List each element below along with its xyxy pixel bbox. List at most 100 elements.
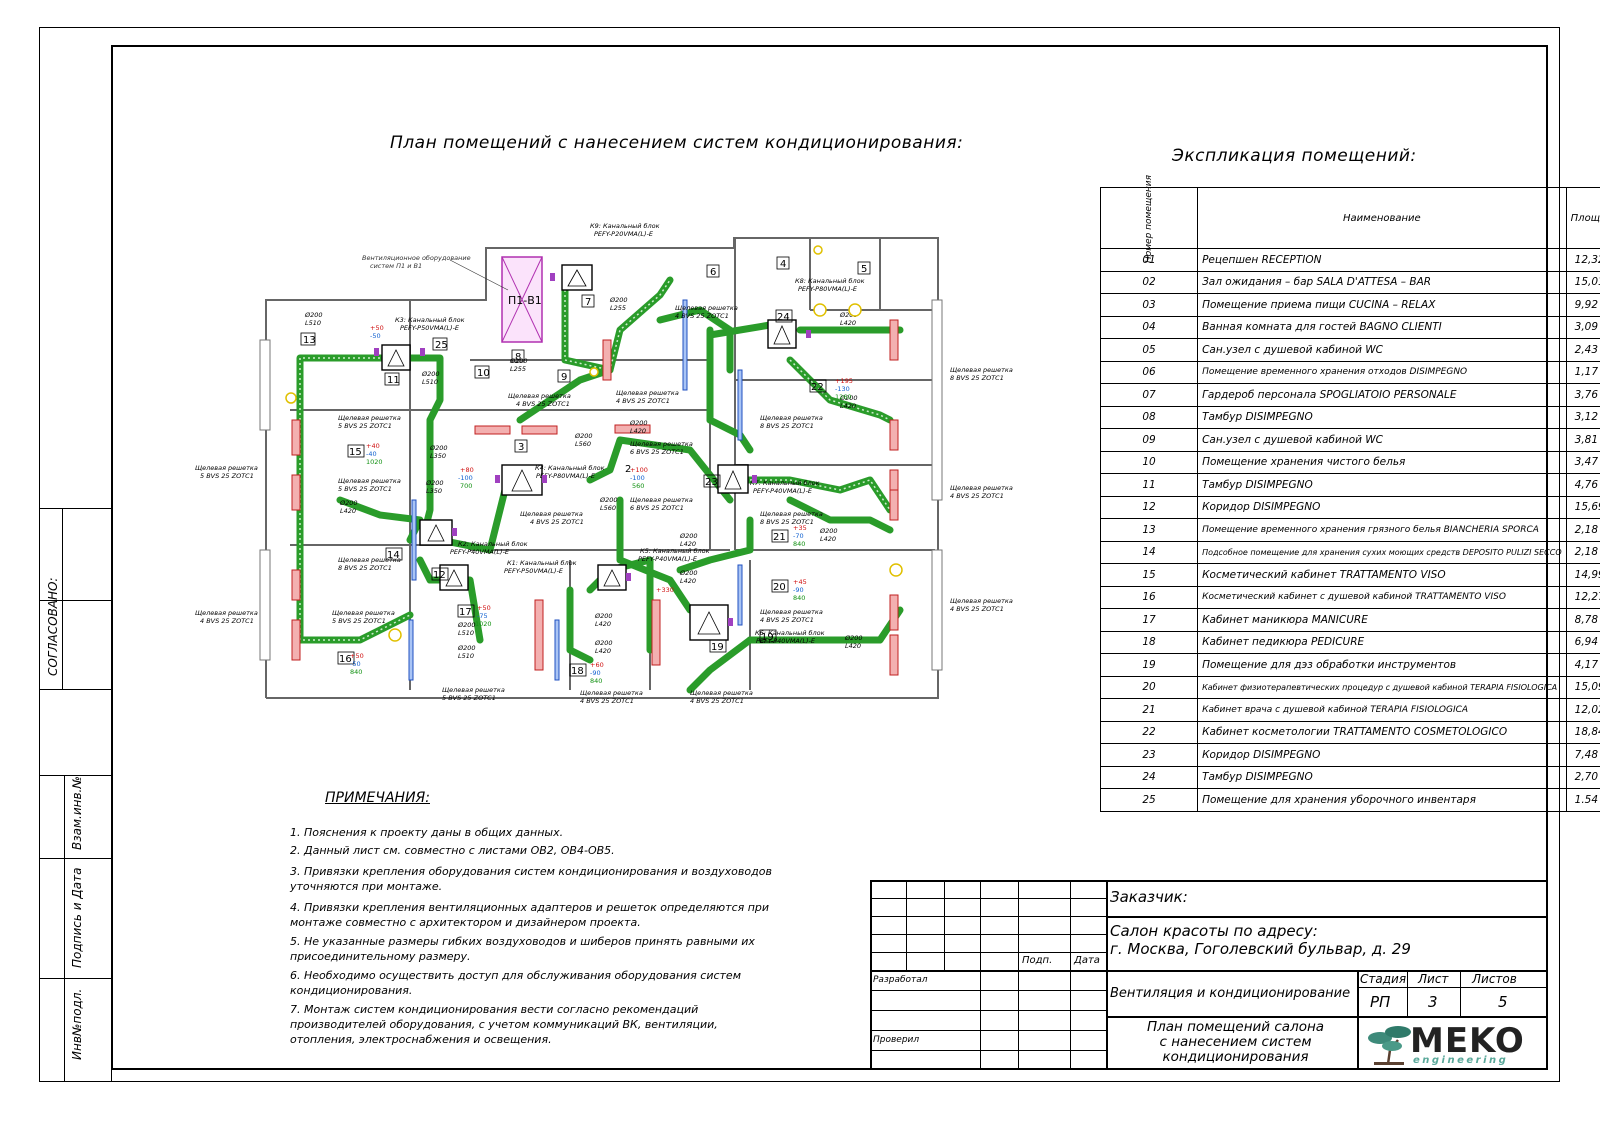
svg-text:Щелевая решетка: Щелевая решетка [950, 484, 1013, 492]
drawing-title-2: с нанесением систем [1159, 1034, 1312, 1050]
svg-text:-40: -40 [366, 450, 377, 458]
svg-text:12: 12 [433, 570, 446, 581]
note-4: 4. Привязки крепления вентиляционных ада… [290, 901, 770, 929]
svg-text:К4: Канальный блок: К4: Канальный блок [535, 464, 605, 472]
room-name: Гардероб персонала SPOGLIATOIO PERSONALE [1197, 383, 1567, 407]
svg-text:5 BVS 25 ZOTC1: 5 BVS 25 ZOTC1 [332, 617, 386, 625]
room-area: 12,32 [1565, 248, 1600, 272]
svg-text:Ø200: Ø200 [425, 479, 444, 487]
sheets-label: Листов [1472, 972, 1517, 986]
svg-text:560: 560 [632, 482, 644, 490]
object-line-1: Салон красоты по адресу: [1110, 922, 1318, 940]
svg-text:8: 8 [515, 352, 521, 363]
room-name: Тамбур DISIMPEGNO [1197, 473, 1567, 497]
svg-text:4 BVS 25 ZOTC1: 4 BVS 25 ZOTC1 [950, 605, 1004, 613]
logo-main: MEKO [1410, 1021, 1525, 1061]
checked-label: Проверил [873, 1035, 920, 1045]
note-2: 2. Данный лист см. совместно с листами О… [290, 844, 615, 857]
room-name: Коридор DISIMPEGNO [1197, 743, 1567, 767]
svg-text:К5: Канальный блок: К5: Канальный блок [640, 547, 710, 555]
svg-text:4 BVS 25 ZOTC1: 4 BVS 25 ZOTC1 [580, 697, 634, 705]
note-1: 1. Пояснения к проекту даны в общих данн… [290, 826, 564, 839]
room-name: Подсобное помещение для хранения сухих м… [1197, 540, 1567, 564]
svg-text:L510: L510 [458, 629, 474, 637]
note-5: 5. Не указанные размеры гибких воздухово… [290, 935, 755, 963]
room-name: Помещение приема пищи CUCINA – RELAX [1197, 293, 1567, 317]
agreed-box [40, 508, 112, 690]
svg-text:4 BVS 25 ZOTC1: 4 BVS 25 ZOTC1 [760, 616, 814, 624]
sheets-value: 5 [1498, 993, 1508, 1011]
svg-text:-130: -130 [835, 385, 850, 393]
room-area: 18,84 [1565, 720, 1600, 744]
svg-text:PEFY-P80VMA(L)-E: PEFY-P80VMA(L)-E [536, 472, 596, 480]
stage-value: РП [1370, 993, 1391, 1011]
svg-text:+80: +80 [460, 466, 474, 474]
svg-text:L255: L255 [610, 304, 626, 312]
inv-replace-label: Взам.инв.№ [70, 776, 84, 850]
room-number: 04 [1099, 315, 1199, 339]
room-number: 07 [1099, 383, 1199, 407]
svg-text:14: 14 [387, 550, 400, 561]
svg-text:+50: +50 [370, 324, 384, 332]
svg-text:+50: +50 [350, 652, 364, 660]
svg-text:Ø200: Ø200 [339, 499, 358, 507]
svg-text:Щелевая решетка: Щелевая решетка [338, 477, 401, 485]
developed-label: Разработал [873, 975, 928, 985]
svg-text:840: 840 [793, 540, 805, 548]
svg-text:К2: Канальный блок: К2: Канальный блок [458, 540, 528, 548]
svg-text:19: 19 [711, 642, 724, 653]
svg-text:21: 21 [773, 532, 786, 543]
room-number: 25 [1099, 788, 1199, 812]
svg-text:Щелевая решетка: Щелевая решетка [760, 608, 823, 616]
svg-text:L420: L420 [845, 642, 861, 650]
svg-text:К9: Канальный блок: К9: Канальный блок [590, 222, 660, 230]
svg-text:11: 11 [387, 375, 400, 386]
svg-text:PEFY-P50VMA(L)-E: PEFY-P50VMA(L)-E [504, 567, 564, 575]
svg-text:PEFY-P40VMA(L)-E: PEFY-P40VMA(L)-E [638, 555, 698, 563]
svg-text:L420: L420 [630, 427, 646, 435]
svg-text:L420: L420 [680, 540, 696, 548]
svg-text:5 BVS 25 ZOTC1: 5 BVS 25 ZOTC1 [338, 485, 392, 493]
drawing-title-1: План помещений салона [1146, 1019, 1325, 1035]
room-number: 22 [1099, 720, 1199, 744]
inv-orig-label: Инв№подл. [70, 988, 84, 1060]
sign-date-label: Подпись и Дата [70, 867, 84, 968]
room-name: Косметический кабинет TRATTAMENTO VISO [1197, 563, 1567, 587]
drawing-title-3: кондиционирования [1162, 1049, 1309, 1065]
svg-text:К1: Канальный блок: К1: Канальный блок [507, 559, 577, 567]
svg-text:6 BVS 25 ZOTC1: 6 BVS 25 ZOTC1 [630, 448, 684, 456]
plan-title: План помещений с нанесением систем конди… [390, 133, 964, 153]
svg-text:PEFY-P50VMA(L)-E: PEFY-P50VMA(L)-E [400, 324, 460, 332]
room-number: 15 [1099, 563, 1199, 587]
room-area: 4,17 [1565, 653, 1600, 677]
room-name: Косметический кабинет с душевой кабиной … [1197, 585, 1567, 609]
svg-text:Ø200: Ø200 [594, 612, 613, 620]
svg-text:1020: 1020 [366, 458, 383, 466]
room-area: 15,69 [1565, 495, 1600, 519]
svg-text:-90: -90 [793, 586, 804, 594]
svg-text:3: 3 [518, 442, 524, 453]
sign-label: Подп. [1022, 955, 1053, 966]
room-number: 03 [1099, 293, 1199, 317]
room-number: 13 [1099, 518, 1199, 542]
room-name: Коридор DISIMPEGNO [1197, 495, 1567, 519]
room-number: 24 [1099, 765, 1199, 789]
svg-text:+40: +40 [366, 442, 380, 450]
room-area: 7,48 [1565, 743, 1600, 767]
svg-text:6 BVS 25 ZOTC1: 6 BVS 25 ZOTC1 [630, 504, 684, 512]
svg-text:L255: L255 [510, 365, 526, 373]
svg-text:5 BVS 25 ZOTC1: 5 BVS 25 ZOTC1 [442, 694, 496, 702]
svg-text:5: 5 [861, 264, 867, 275]
svg-text:8 BVS 25 ZOTC1: 8 BVS 25 ZOTC1 [760, 518, 814, 526]
room-number: 06 [1099, 360, 1199, 384]
svg-text:15: 15 [349, 447, 362, 458]
svg-text:7: 7 [585, 297, 591, 308]
svg-text:L420: L420 [840, 319, 856, 327]
